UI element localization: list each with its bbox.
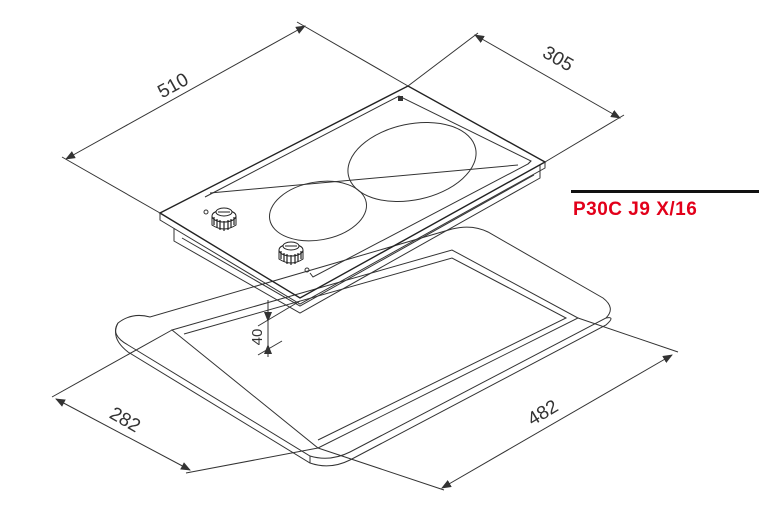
dimension-width: 305 <box>407 32 625 163</box>
dimension-depth: 40 <box>249 300 301 357</box>
control-knob-right <box>278 241 304 265</box>
dimension-cutout-width: 282 <box>51 329 319 474</box>
model-code: P30C J9 X/16 <box>573 199 698 220</box>
dimension-width-label: 305 <box>539 42 577 76</box>
control-knob-left <box>211 207 237 231</box>
dimension-depth-label: 40 <box>249 329 266 346</box>
dimension-length-label: 510 <box>154 69 192 103</box>
dimension-length: 510 <box>61 21 409 214</box>
hob <box>158 85 547 314</box>
large-cooking-zone <box>347 121 477 203</box>
dimension-cutout-length: 482 <box>317 317 679 491</box>
dimension-cutout-width-label: 282 <box>106 403 144 437</box>
knob-pin <box>304 267 310 273</box>
model-rule <box>571 190 759 193</box>
dimension-cutout-length-label: 482 <box>524 396 562 430</box>
indicator-light <box>203 209 209 215</box>
small-cooking-zone <box>268 180 368 242</box>
